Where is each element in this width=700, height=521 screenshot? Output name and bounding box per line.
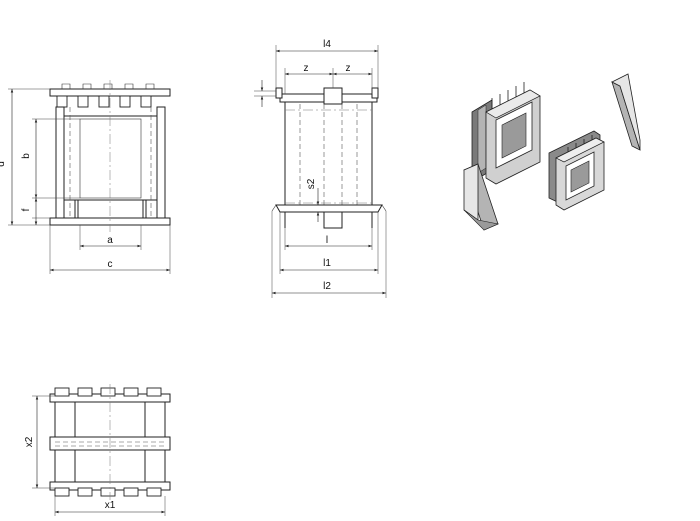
dim-z-left-label: z bbox=[304, 63, 309, 74]
isometric-exploded-view bbox=[463, 73, 641, 231]
dim-f-label: f bbox=[21, 208, 32, 211]
dim-a-label: a bbox=[107, 235, 113, 246]
dim-l1-label: l1 bbox=[323, 258, 331, 269]
front-view bbox=[49, 80, 171, 232]
dim-c-label: c bbox=[108, 259, 113, 270]
dim-b-label: b bbox=[21, 153, 32, 159]
top-view bbox=[49, 384, 171, 500]
dim-z-right-label: z bbox=[346, 63, 351, 74]
dim-x1-label: x1 bbox=[105, 500, 116, 511]
side-view bbox=[271, 87, 387, 229]
dim-l2-label: l2 bbox=[323, 281, 331, 292]
dim-l-label: l bbox=[326, 235, 328, 246]
front-dimensions: d b f a c bbox=[0, 88, 171, 274]
dim-x2-label: x2 bbox=[24, 436, 35, 447]
side-dimensions: l4 z z s2 l l1 l2 bbox=[254, 39, 387, 298]
top-dimensions: x2 x1 bbox=[24, 395, 166, 516]
dim-d-label: d bbox=[0, 161, 7, 167]
dim-l4-label: l4 bbox=[323, 39, 331, 50]
dim-s2-label: s2 bbox=[306, 178, 317, 189]
